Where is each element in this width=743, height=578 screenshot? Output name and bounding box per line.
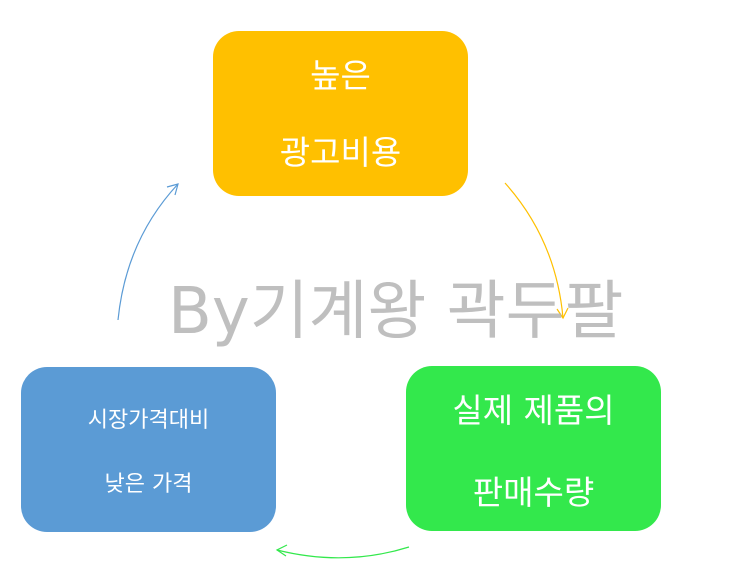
node-actual-sales-volume: 실제 제품의 판매수량 (406, 366, 661, 531)
arrow-left-to-top-head (166, 183, 179, 196)
watermark-text: By기계왕 곽두팔 (168, 275, 624, 349)
arrow-top-to-right (504, 182, 564, 319)
arrow-right-to-left (276, 546, 410, 559)
node-high-ad-cost: 높은 광고비용 (213, 31, 468, 196)
node-right-line2: 판매수량 (472, 472, 595, 512)
node-right-line1: 실제 제품의 (452, 390, 615, 430)
node-top-line2: 광고비용 (279, 132, 402, 172)
arrow-right-to-left-head (275, 544, 288, 557)
node-left-line1: 시장가격대비 (87, 407, 210, 433)
node-low-price: 시장가격대비 낮은 가격 (21, 367, 276, 532)
node-top-line1: 높은 (310, 55, 371, 95)
arrow-top-to-right-head (556, 307, 569, 320)
arrow-left-to-top (117, 183, 179, 321)
node-left-line2: 낮은 가격 (104, 471, 193, 497)
